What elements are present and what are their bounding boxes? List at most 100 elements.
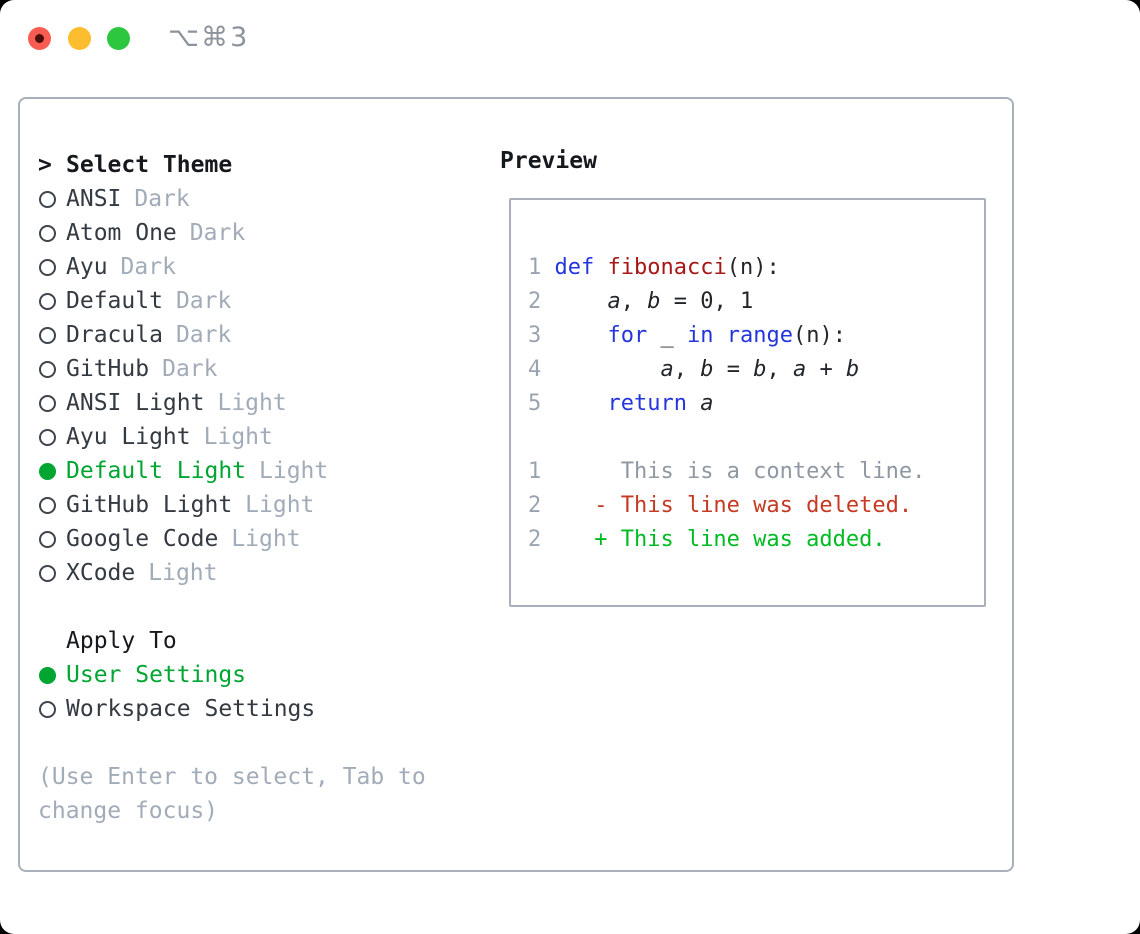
code-line-1: 1 def fibonacci(n): [528, 255, 780, 280]
radio-selected-icon [39, 463, 56, 480]
function-name-token: fibonacci [607, 255, 727, 280]
variable-token: a [792, 357, 807, 382]
keyword-token: in [686, 323, 714, 348]
theme-variant: Dark [189, 220, 246, 246]
variable-token: b [647, 289, 661, 314]
variable-token: a [660, 357, 674, 382]
preview-box: 1 def fibonacci(n): 2 a, b = 0, 1 3 for … [509, 198, 986, 607]
line-number: 5 [528, 391, 542, 416]
keyboard-shortcut-label: ⌥⌘3 [168, 22, 250, 53]
minimize-button[interactable] [68, 27, 91, 50]
radio-icon [39, 497, 56, 514]
close-button[interactable] [28, 27, 51, 50]
diff-context-text: This is a context line. [541, 459, 926, 484]
theme-list: > Select Theme ANSI Dark Atom One Dark A… [38, 148, 426, 828]
zoom-button[interactable] [107, 27, 130, 50]
caret-icon: > [38, 152, 52, 178]
builtin-token: range [726, 323, 793, 348]
theme-name: ANSI [66, 186, 122, 212]
caret-marker: > [38, 148, 66, 182]
variable-token: b [753, 357, 767, 382]
diff-added-line: 2 + This line was added. [528, 523, 925, 557]
radio-icon [39, 225, 56, 242]
diff-deleted-text: - This line was deleted. [541, 493, 913, 518]
theme-option-ansi-dark[interactable]: ANSI Dark [38, 182, 426, 216]
diff-deleted-line: 2 - This line was deleted. [528, 489, 925, 523]
apply-option-workspace-settings[interactable]: Workspace Settings [38, 692, 426, 726]
radio-icon [39, 327, 56, 344]
radio-icon [39, 701, 56, 718]
radio-selected-icon [39, 667, 56, 684]
variable-token: b [700, 357, 714, 382]
theme-option-ayu-light[interactable]: Ayu Light Light [38, 420, 426, 454]
radio-icon [39, 395, 56, 412]
theme-name: GitHub [66, 356, 150, 382]
radio-icon [39, 259, 56, 276]
theme-option-dracula-dark[interactable]: Dracula Dark [38, 318, 426, 352]
spacer-row [38, 590, 426, 624]
radio-icon [39, 293, 56, 310]
theme-variant: Light [217, 390, 287, 416]
theme-name: ANSI Light [66, 390, 205, 416]
theme-option-github-dark[interactable]: GitHub Dark [38, 352, 426, 386]
variable-token: a [607, 289, 621, 314]
theme-name: Dracula [66, 322, 163, 348]
line-number: 1 [528, 459, 542, 484]
line-number: 1 [528, 255, 542, 280]
theme-name: Default [66, 288, 163, 314]
theme-variant: Light [231, 526, 301, 552]
theme-name: Ayu [66, 254, 108, 280]
spacer-row [38, 726, 426, 760]
blank-line [528, 421, 925, 455]
line-number: 4 [528, 357, 542, 382]
theme-variant: Light [259, 458, 329, 484]
line-number: 2 [528, 527, 542, 552]
theme-variant: Light [148, 560, 218, 586]
apply-to-header: Apply To [38, 624, 426, 658]
radio-icon [39, 429, 56, 446]
theme-picker-panel: > Select Theme ANSI Dark Atom One Dark A… [18, 97, 1014, 872]
code-preview: 1 def fibonacci(n): 2 a, b = 0, 1 3 for … [528, 251, 925, 557]
theme-name: Google Code [66, 526, 219, 552]
theme-option-ansi-light[interactable]: ANSI Light Light [38, 386, 426, 420]
code-line-2: 2 a, b = 0, 1 [528, 289, 754, 314]
theme-option-atom-one-dark[interactable]: Atom One Dark [38, 216, 426, 250]
theme-variant: Dark [162, 356, 218, 382]
theme-option-default-dark[interactable]: Default Dark [38, 284, 426, 318]
code-line-3: 3 for _ in range(n): [528, 323, 846, 348]
theme-option-github-light[interactable]: GitHub Light Light [38, 488, 426, 522]
theme-name: XCode [66, 560, 136, 586]
select-theme-title: Select Theme [66, 152, 233, 178]
apply-to-title: Apply To [66, 628, 177, 654]
theme-name: Ayu Light [66, 424, 191, 450]
theme-variant: Light [245, 492, 315, 518]
line-number: 3 [528, 323, 542, 348]
radio-icon [39, 531, 56, 548]
line-number: 2 [528, 493, 542, 518]
variable-token: b [845, 357, 860, 382]
keyword-token: return [607, 391, 687, 416]
theme-name: GitHub Light [66, 492, 233, 518]
theme-option-google-code[interactable]: Google Code Light [38, 522, 426, 556]
diff-context-line: 1 This is a context line. [528, 455, 925, 489]
theme-option-ayu-dark[interactable]: Ayu Dark [38, 250, 426, 284]
hint-line-1: (Use Enter to select, Tab to [38, 764, 426, 790]
diff-added-text: + This line was added. [541, 527, 886, 552]
radio-icon [39, 565, 56, 582]
keyword-token: def [554, 255, 595, 280]
code-line-5: 5 return a [528, 387, 925, 421]
theme-option-default-light-selected[interactable]: Default Light Light [38, 454, 426, 488]
theme-name: Atom One [66, 220, 177, 246]
radio-icon [39, 191, 56, 208]
theme-variant: Dark [175, 288, 232, 314]
apply-option-label: Workspace Settings [66, 696, 316, 722]
line-number: 2 [528, 289, 542, 314]
theme-variant: Dark [134, 186, 190, 212]
apply-option-user-settings[interactable]: User Settings [38, 658, 426, 692]
radio-icon [39, 361, 56, 378]
theme-option-xcode[interactable]: XCode Light [38, 556, 426, 590]
title-bar: ⌥⌘3 [0, 0, 1140, 70]
theme-name: Default Light [66, 458, 247, 484]
